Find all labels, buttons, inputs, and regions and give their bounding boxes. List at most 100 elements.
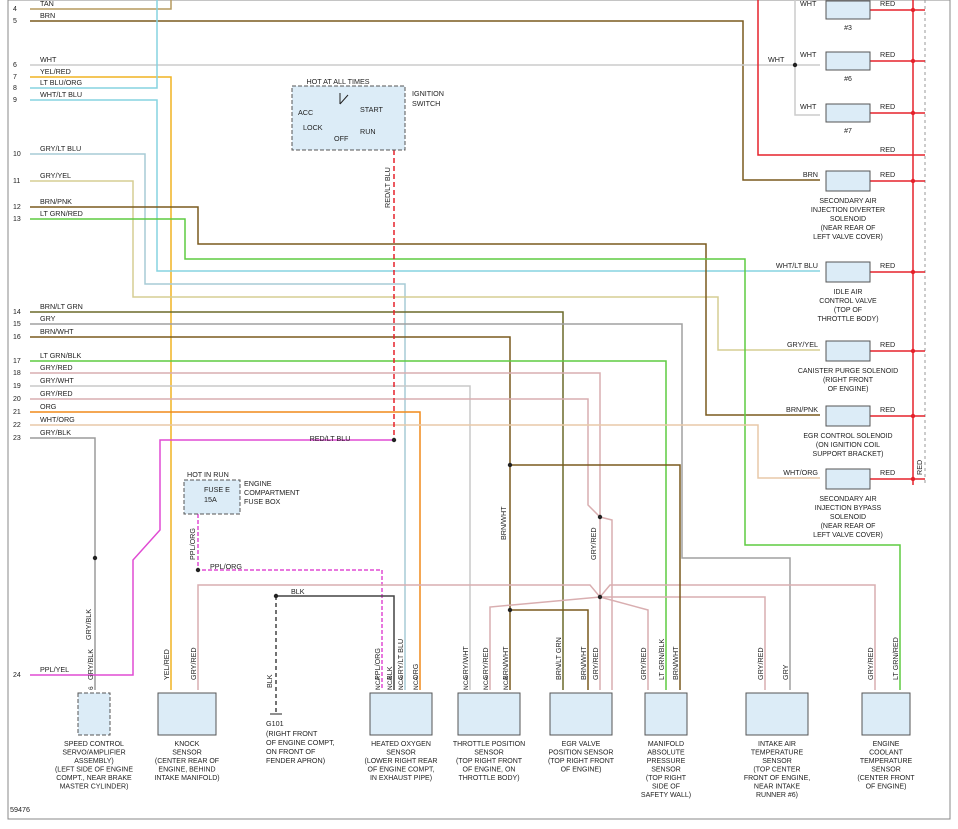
solenoid-caption: SUPPORT BRACKET) (813, 451, 884, 458)
sensor-pin-label: NCA (413, 676, 420, 690)
sensor-caption: EGR VALVE (562, 741, 601, 748)
wire-wht-inj (794, 0, 820, 116)
pin-number: 17 (13, 358, 21, 365)
fuse-wire-label: PPL/ORG (188, 528, 197, 560)
splice-dot (273, 593, 279, 599)
ignition-name: IGNITION (412, 89, 444, 98)
splice-dot (92, 555, 98, 561)
pin-number: 4 (13, 6, 17, 13)
sensor-caption: SPEED CONTROL (64, 741, 124, 748)
ground-name: G101 (266, 719, 284, 728)
pin-wire-label: PPL/YEL (40, 665, 69, 674)
sensor-caption: (TOP CENTER (753, 767, 800, 774)
sensor-wire-label: BRN/WHT (671, 646, 680, 680)
pin-number: 5 (13, 18, 17, 25)
pin-number: 13 (13, 216, 21, 223)
wire-gry-red-iat (600, 596, 766, 690)
solenoid-caption: INJECTION BYPASS (815, 505, 882, 512)
wire-yel-red (30, 76, 172, 690)
wire-gry-red-bus-2 (489, 596, 649, 690)
solenoid-input-label: BRN (803, 170, 818, 179)
brn-wht-label: BRN/WHT (499, 506, 508, 540)
sensor-wire-label: GRY/RED (189, 647, 198, 680)
ignition-acc: ACC (298, 108, 313, 117)
wire-brn-lt-grn (30, 311, 564, 690)
sensor-wire-label: GRY/RED (481, 647, 490, 680)
solenoid-red-label: RED (880, 261, 895, 270)
pin-wire-label: GRY/RED (40, 389, 73, 398)
pin-wire-label: WHT/LT BLU (40, 90, 82, 99)
solenoid-caption: CONTROL VALVE (819, 298, 877, 305)
splice-dot (910, 7, 916, 13)
pin-wire-label: BRN/PNK (40, 197, 72, 206)
sensor-caption: (TOP RIGHT FRONT (548, 758, 615, 765)
pin-number: 16 (13, 334, 21, 341)
wire-gry-blk (30, 437, 96, 690)
ignition-run: RUN (360, 127, 376, 136)
solenoid-red-label: RED (880, 170, 895, 179)
sensor-caption: COOLANT (869, 750, 904, 757)
solenoid-caption: SECONDARY AIR (819, 496, 876, 503)
sensor-caption: PRESSURE (647, 758, 686, 765)
sensor-caption: (TOP RIGHT FRONT (456, 758, 523, 765)
sensor-caption: (CENTER REAR OF (155, 758, 219, 765)
sensor-caption: POSITION SENSOR (549, 750, 614, 757)
sensor-pin-label: NCA (483, 676, 490, 690)
sensor-wire-label: GRY/WHT (461, 646, 470, 680)
fuse-amps: 15A (204, 495, 217, 504)
splice-dot (391, 437, 397, 443)
pin-wire-label: TAN (40, 0, 54, 8)
wire-brn (30, 20, 820, 181)
gry-blk-label: GRY/BLK (84, 609, 93, 640)
sensor-caption: SERVO/AMPLIFIER (62, 750, 125, 757)
sensor-caption: OF ENGINE) (561, 767, 602, 774)
ignition-start: START (360, 105, 384, 114)
sensor-pin-label: NCA (503, 676, 510, 690)
solenoid-box (825, 261, 871, 283)
sensor-caption: IN EXHAUST PIPE) (370, 775, 432, 782)
injector-wht-label: WHT (800, 0, 817, 8)
pin-wire-label: GRY/YEL (40, 171, 71, 180)
pin-number: 6 (13, 62, 17, 69)
solenoid-caption: (ON IGNITION COIL (816, 442, 880, 449)
wire-lt-grn-blk (30, 360, 667, 690)
blk-label: BLK (291, 587, 305, 596)
solenoid-caption: (RIGHT FRONT (823, 377, 874, 384)
solenoid-caption: CANISTER PURGE SOLENOID (798, 368, 898, 375)
sensor-caption: RUNNER #6) (756, 792, 798, 799)
splice-dot (597, 594, 603, 600)
splice-dot (910, 269, 916, 275)
solenoid-caption: LEFT VALVE COVER) (813, 234, 883, 241)
pin-wire-label: BRN/LT GRN (40, 302, 83, 311)
ignition-wire-label: RED/LT BLU (383, 167, 392, 208)
sensor-caption: SENSOR (172, 750, 202, 757)
sensor-pin-label: 6 (88, 686, 95, 690)
gry-red-label: GRY/RED (589, 527, 598, 560)
blk-ground-label: BLK (265, 674, 274, 688)
sensor-wire-label: LT GRN/RED (891, 637, 900, 680)
injector-wht-label: WHT (800, 102, 817, 111)
pin-number: 11 (13, 178, 20, 185)
wire-gry-yel (30, 180, 820, 351)
pin-wire-label: WHT (40, 55, 57, 64)
splice-dot (910, 178, 916, 184)
solenoid-red-label: RED (880, 468, 895, 477)
sensor-box (157, 692, 217, 736)
solenoid-caption: (TOP OF (834, 307, 862, 314)
sensor-caption: NEAR INTAKE (754, 784, 800, 791)
injector-red-label: RED (880, 102, 895, 111)
sensor-caption: (TOP RIGHT (646, 775, 687, 782)
wire-ppl-yel (30, 439, 394, 676)
solenoid-caption: EGR CONTROL SOLENOID (803, 433, 892, 440)
wire-blk (276, 595, 395, 690)
wire-brn-wht (30, 336, 511, 690)
sensor-wire-label: GRY/RED (591, 647, 600, 680)
fuse-box-name-3: FUSE BOX (244, 497, 281, 506)
sensor-pin-label: NCA (398, 676, 405, 690)
solenoid-input-label: WHT/ORG (783, 468, 818, 477)
ground-caption: FENDER APRON) (266, 756, 325, 765)
pin-number: 22 (13, 422, 21, 429)
sensor-wire-label: YEL/RED (162, 649, 171, 680)
